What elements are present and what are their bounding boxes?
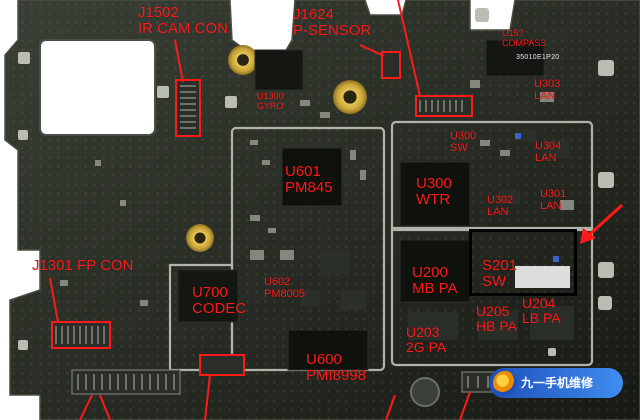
label-u300-wtr: U300 WTR [416, 175, 452, 208]
label-u602-pm8005: U602 PM8005 [264, 276, 305, 300]
blue-components [515, 133, 559, 262]
switch-chip-shield [515, 266, 570, 288]
label-compass: U15? COMPASS [502, 28, 547, 48]
label-u301-lan: U301 LAN [540, 188, 567, 212]
label-u700-codec: U700 CODEC [192, 284, 247, 317]
watermark-text: 九一手机维修 [521, 376, 594, 390]
label-gyro: U1300 GYRO [257, 91, 284, 111]
chips [177, 39, 545, 371]
pointer-arrow [580, 203, 624, 244]
label-u300-sw: U300 SW [450, 130, 477, 154]
callout-lines [49, 0, 473, 420]
chip-silk-code: 35010E1P20 [516, 54, 560, 61]
shield-frame-right [390, 120, 594, 367]
label-u205-hb-pa: U205 HB PA [476, 303, 517, 334]
label-u203-2g-pa: U203 2G PA [406, 324, 447, 355]
brand-logo-icon [493, 371, 517, 395]
label-u303-lan: U303 LAN [534, 78, 561, 102]
label-u302-lan: U302 LAN [487, 194, 514, 218]
label-u601-pm845: U601 PM845 [285, 163, 333, 196]
label-u600-pmi8998: U600 PMI8998 [306, 351, 367, 384]
screw-holes [186, 45, 440, 407]
smd-components [60, 80, 574, 340]
test-pads [18, 8, 614, 356]
label-j1624: J1624 P-SENSOR [293, 6, 372, 39]
label-u200-mb-pa: U200 MB PA [412, 264, 458, 297]
brand-watermark: 九一手机维修 [489, 368, 623, 398]
label-u204-lb-pa: U204 LB PA [522, 295, 561, 326]
label-s201-sw: S201 SW [482, 257, 518, 290]
label-j1301-fp-con: J1301 FP CON [32, 257, 134, 274]
s201-highlight-box [469, 229, 577, 296]
label-j1502: J1502 IR CAM CON [138, 4, 228, 37]
label-u304-lan: U304 LAN [535, 140, 562, 164]
camera-cutout [39, 39, 156, 136]
